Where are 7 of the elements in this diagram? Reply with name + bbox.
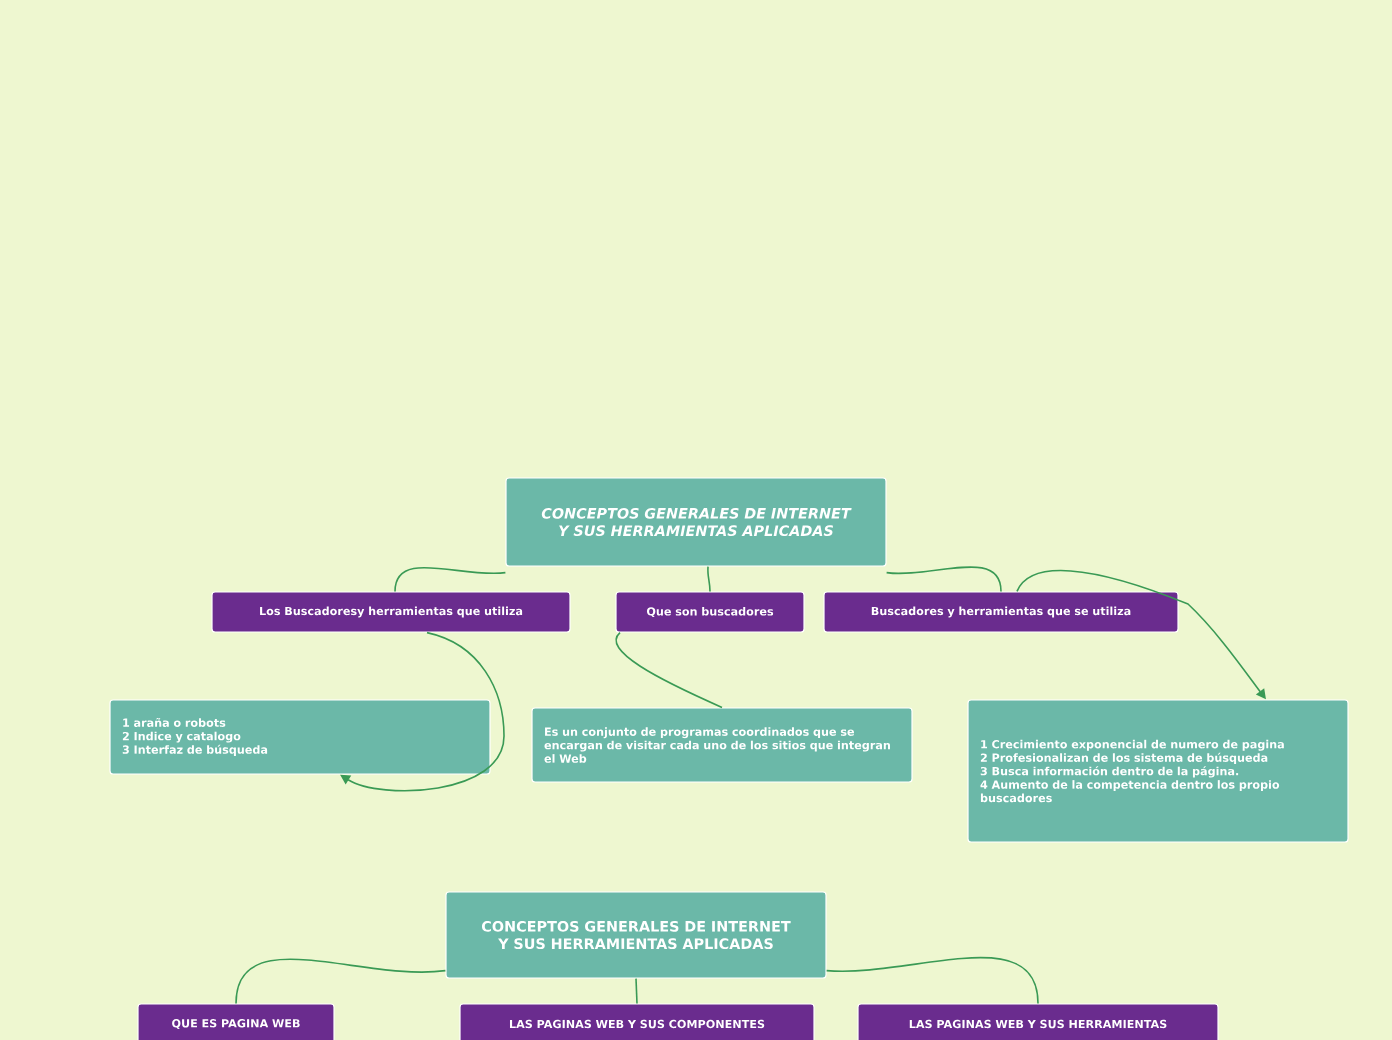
- connector: [707, 565, 711, 593]
- connector: [825, 956, 1039, 1005]
- connector: [340, 631, 505, 792]
- connector: [885, 566, 1002, 593]
- connector: [635, 977, 638, 1005]
- connector: [235, 958, 447, 1005]
- connector: [394, 566, 507, 593]
